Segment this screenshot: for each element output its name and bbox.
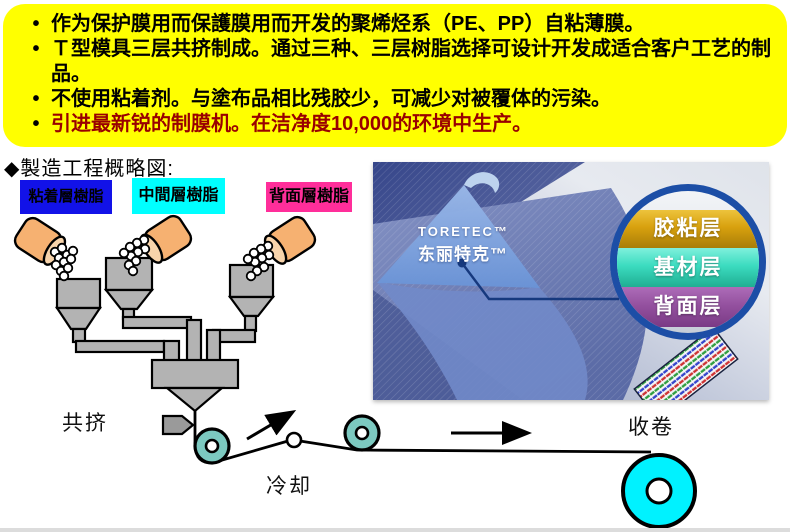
pellet-stream-1 [49,242,79,282]
bullet-marker: • [32,38,40,60]
magnifier-callout-line [457,258,619,301]
bullet-marker: • [32,113,40,135]
product-photo: TORETEC™ 东丽特克™ 胶粘层 基材层 背面层 [373,162,769,400]
pellet-stream-3 [242,240,275,282]
feed-pipes [74,315,257,364]
layer-magnifier: 胶粘层 基材层 背面层 [610,184,766,340]
layer-band-base: 基材层 [617,248,759,287]
stage-label-coextrusion: 共挤 [62,412,108,435]
resin-label-middle-layer: 中間層樹脂 [132,178,225,214]
section-heading: ◆製造工程概略図: [4,158,174,180]
intro-bullet: • 作为保护膜用而保護膜用而开发的聚烯烃系（PE、PP）自粘薄膜。 [21,12,773,37]
resin-label-adhesive-layer: 粘着層樹脂 [20,180,112,214]
bottom-divider [0,528,790,532]
bullet-marker: • [32,88,40,110]
brand-name-english: TORETEC™ [418,224,509,239]
brand-mark: TORETEC™ 东丽特克™ [418,224,509,265]
brand-name-chinese: 东丽特克™ [418,245,508,264]
intro-bullet: • Ｔ型模具三层共挤制成。通过三种、三层树脂选择可设计开发成适合客户工艺的制品。 [21,37,773,87]
nip-roller [343,414,381,452]
resin-label-back-layer: 背面層樹脂 [266,182,352,212]
casting-roller [193,427,231,465]
pixel-array [633,326,739,400]
intro-bullet: • 不使用粘着剂。与塗布品相比残胶少，可减少对被覆体的污染。 [21,87,773,112]
film-path [193,411,652,465]
pellet-stream-2 [118,234,151,277]
peeled-film [377,172,588,400]
takeup-roll [621,453,697,529]
flow-arrows [246,409,532,445]
intro-bullet: • 引进最新锐的制膜机。在洁净度10,000的环境中生产。 [21,112,773,137]
idler-roller [285,431,303,449]
stage-label-cooling: 冷却 [266,475,312,498]
layer-band-adhesive: 胶粘层 [617,210,759,248]
photo-illustration [373,162,769,400]
resin-cups [13,214,317,266]
feed-hopper-2 [103,256,155,321]
layer-band-back: 背面层 [617,287,759,327]
die-block [150,358,240,413]
bullet-text: 不使用粘着剂。与塗布品相比残胶少，可减少对被覆体的污染。 [51,88,611,110]
bullet-text: 作为保护膜用而保護膜用而开发的聚烯烃系（PE、PP）自粘薄膜。 [51,13,645,35]
film-curl [464,172,500,193]
bullet-text: Ｔ型模具三层共挤制成。通过三种、三层树脂选择可设计开发成适合客户工艺的制品。 [51,38,771,85]
stage-label-winding: 收卷 [628,416,674,439]
feed-hopper-1 [54,277,103,344]
die-nozzle [161,414,195,436]
flow-arrow-diagonal [246,409,297,441]
intro-highlight-box: • 作为保护膜用而保護膜用而开发的聚烯烃系（PE、PP）自粘薄膜。 • Ｔ型模具… [3,4,787,147]
bullet-marker: • [32,13,40,35]
bullet-text: 引进最新锐的制膜机。在洁净度10,000的环境中生产。 [51,113,533,135]
resin-pellets [49,234,275,282]
